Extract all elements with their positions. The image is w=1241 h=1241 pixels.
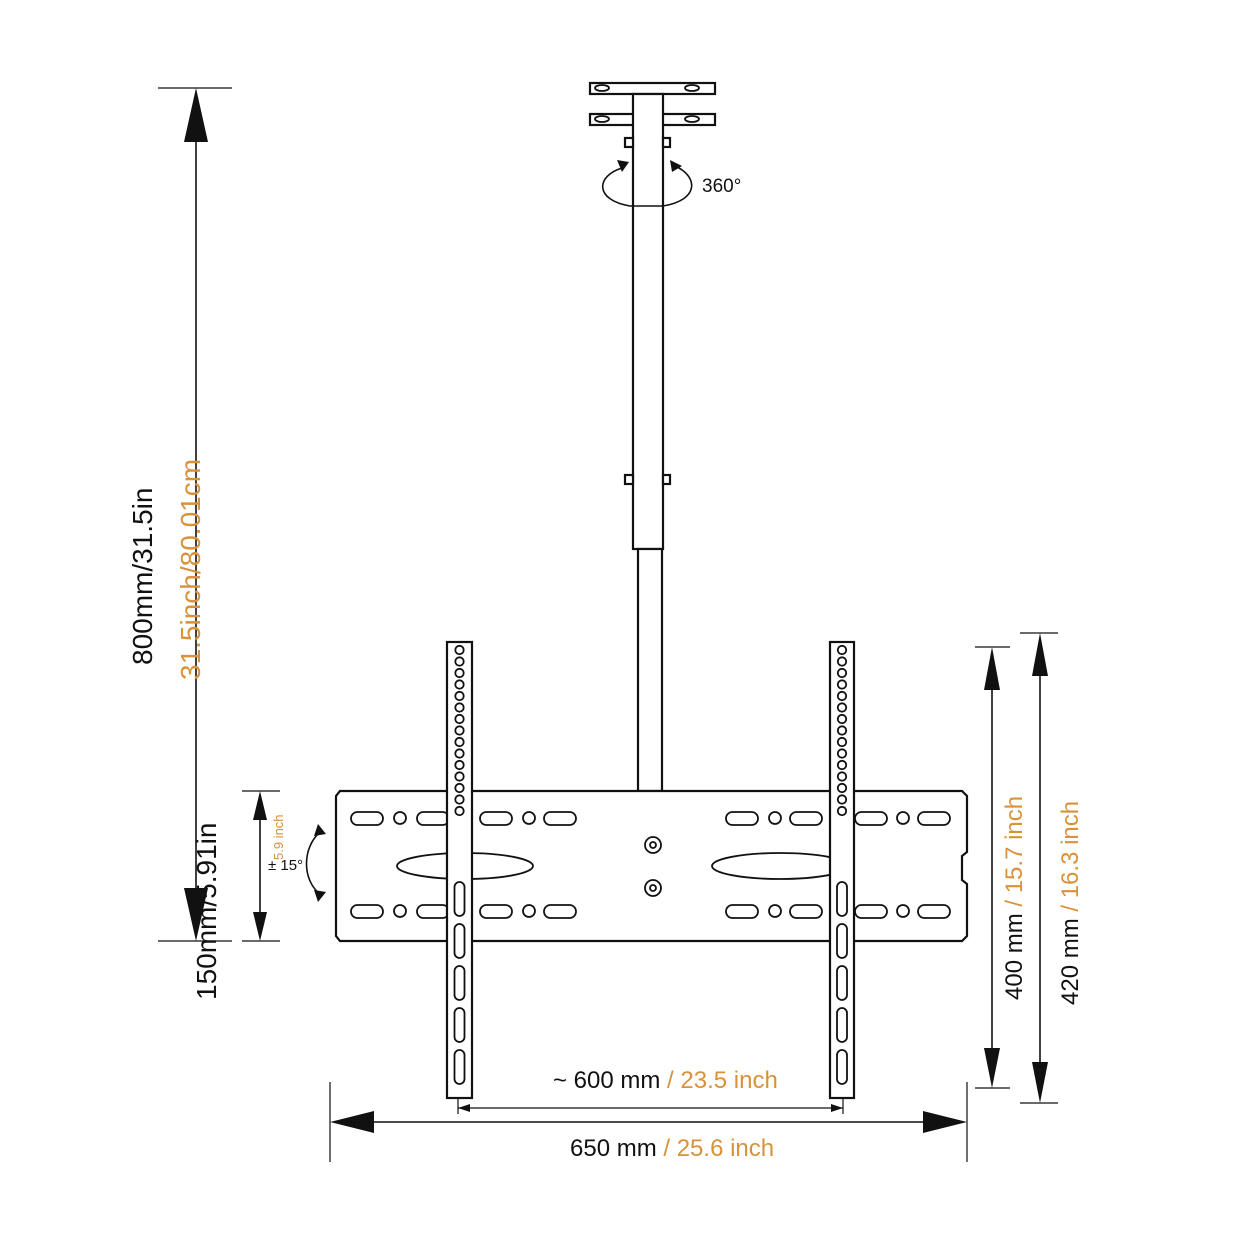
arm-slot — [836, 1007, 848, 1043]
arm-hole — [836, 782, 848, 794]
arm-slot — [836, 1049, 848, 1085]
height-outer-label: 420 mm / 16.3 inch — [1057, 801, 1084, 1005]
arm-hole — [454, 702, 465, 713]
arm-hole — [836, 644, 848, 656]
arm-hole — [454, 736, 465, 748]
right-tv-arm — [828, 640, 856, 1100]
arm-slot — [836, 923, 848, 959]
arm-hole — [836, 794, 848, 805]
arm-hole — [836, 713, 848, 725]
arm-hole — [836, 702, 848, 713]
height-inner-in: / 15.7 inch — [1001, 796, 1028, 913]
height-bracket-label: 150mm/5.91in — [191, 823, 222, 1000]
height-outer-in: / 16.3 inch — [1057, 801, 1084, 918]
tilt-angle-label: ± 15° — [268, 857, 303, 874]
arm-hole — [836, 679, 848, 690]
arm-hole — [836, 805, 848, 817]
extension-pole — [623, 92, 672, 793]
arm-slot — [453, 965, 466, 1001]
arm-slot — [453, 1049, 466, 1085]
arm-slot — [453, 881, 466, 917]
arm-hole — [836, 667, 848, 679]
width-inner-label: ~ 600 mm / 23.5 inch — [553, 1067, 778, 1094]
height-inner-mm: 400 mm — [1001, 913, 1028, 1000]
height-inner-label: 400 mm / 15.7 inch — [1001, 796, 1028, 1000]
dimension-height-total — [158, 87, 232, 942]
width-inner-mm: ~ 600 mm — [553, 1067, 660, 1094]
left-tv-arm — [445, 640, 474, 1100]
dimension-width-total — [329, 1082, 968, 1162]
arm-hole — [836, 725, 848, 736]
arm-slot — [836, 881, 848, 917]
arm-hole — [836, 759, 848, 771]
dimension-height-inner — [975, 646, 1010, 1089]
arm-hole — [454, 759, 465, 771]
tilt-arrow-icon — [305, 824, 326, 902]
arm-hole — [454, 679, 465, 690]
arm-hole — [454, 805, 465, 817]
arm-hole — [836, 771, 848, 782]
arm-slot — [453, 1007, 466, 1043]
arm-hole — [454, 748, 465, 759]
arm-hole — [836, 748, 848, 759]
dimension-tilt — [242, 790, 280, 942]
wall-plate — [334, 789, 969, 943]
height-total-label: 800mm/31.5in — [127, 488, 158, 665]
arm-hole — [836, 656, 848, 667]
arm-hole — [836, 736, 848, 748]
width-total-in: / 25.6 inch — [657, 1135, 774, 1162]
rotation-arrow-icon — [601, 160, 693, 207]
arm-hole — [454, 713, 465, 725]
arm-hole — [454, 667, 465, 679]
tilt-distance-label: 5.9 inch — [271, 814, 286, 860]
arm-hole — [454, 644, 465, 656]
width-total-mm: 650 mm — [570, 1135, 657, 1162]
arm-slot — [453, 923, 466, 959]
dimension-width-inner — [457, 1098, 844, 1114]
height-total-alt-label: 31.5inch/80.01cm — [175, 459, 206, 680]
arm-hole — [454, 771, 465, 782]
arm-hole — [454, 725, 465, 736]
height-outer-mm: 420 mm — [1057, 918, 1084, 1005]
arm-hole — [836, 690, 848, 702]
arm-hole — [454, 690, 465, 702]
arm-hole — [454, 794, 465, 805]
arm-slot — [836, 965, 848, 1001]
rotation-label: 360° — [702, 176, 741, 197]
arm-hole — [454, 656, 465, 667]
arm-hole — [454, 782, 465, 794]
width-inner-in: / 23.5 inch — [660, 1067, 777, 1094]
width-total-label: 650 mm / 25.6 inch — [570, 1135, 774, 1162]
dimension-height-outer — [1020, 632, 1058, 1104]
